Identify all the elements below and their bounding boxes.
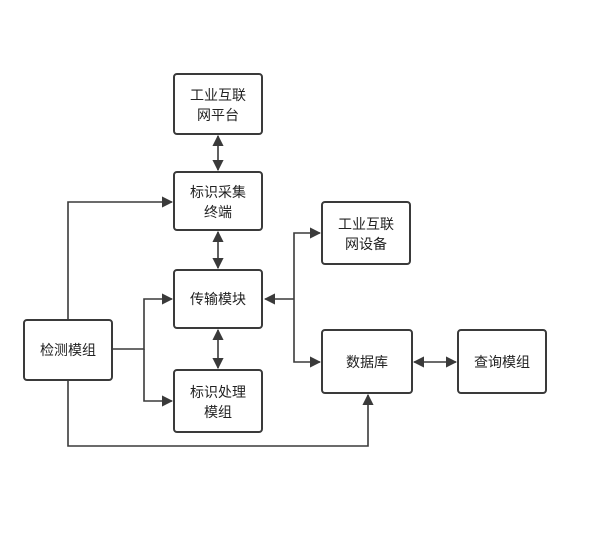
edge-detection-database [67,381,374,447]
edge-detection-processing [143,349,174,407]
node-label-line1: 标识采集 [190,184,246,201]
edge-detection-transmission [112,293,174,350]
node-query-module: 查询模组 [457,329,547,394]
node-label-line1: 标识处理 [190,385,246,401]
node-label-line1: 工业互联 [190,88,246,104]
node-transmission-module: 传输模块 [173,269,263,329]
node-label: 数据库 [346,355,388,371]
node-label: 传输模块 [190,292,246,308]
node-industrial-internet-platform: 工业互联 网平台 [173,73,263,135]
node-label-line1: 工业互联 [338,217,394,233]
edge-hub-database [293,299,322,368]
node-database: 数据库 [321,329,413,394]
edge-hub-device [293,227,322,299]
node-label-line2: 网平台 [197,108,239,124]
node-label: 检测模组 [40,343,96,359]
node-industrial-internet-device: 工业互联 网设备 [321,201,411,265]
node-label-line2: 终端 [204,205,232,221]
node-detection-module: 检测模组 [23,319,113,381]
edge-detection-terminal [67,196,174,320]
node-identification-processing: 标识处理 模组 [173,369,263,433]
node-label-line2: 网设备 [345,236,387,253]
node-label-line2: 模组 [204,405,232,421]
node-identification-terminal: 标识采集 终端 [173,171,263,231]
node-label: 查询模组 [474,355,530,371]
